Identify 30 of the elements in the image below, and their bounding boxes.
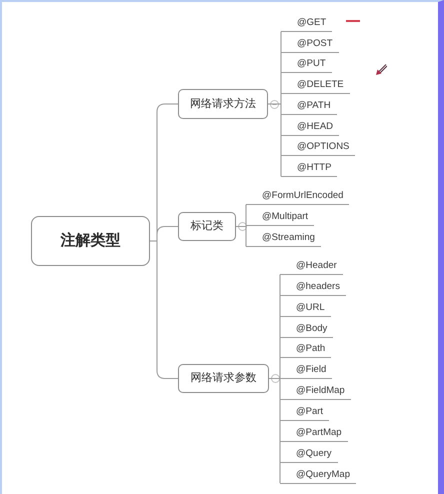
subtopic-label: @Body	[280, 320, 334, 338]
subtopic-label: @Field	[280, 361, 332, 380]
connector-line	[268, 274, 280, 484]
subtopic-label: @OPTIONS	[281, 138, 356, 156]
subtopic-label: @PATH	[281, 96, 337, 115]
subtopic-label: @DELETE	[281, 76, 350, 94]
root-topic-box: 注解类型	[31, 216, 150, 266]
subtopic-label: @Streaming	[246, 229, 321, 247]
connector-line	[150, 240, 178, 379]
subtopic-label: @PUT	[281, 55, 332, 74]
topic-box: 网络请求参数	[178, 364, 269, 393]
subtopic-label: @Path	[280, 340, 332, 358]
subtopic-label: @headers	[280, 278, 346, 296]
subtopic-label: @FormUrlEncoded	[246, 187, 350, 205]
subtopic-label: @HTTP	[281, 158, 338, 177]
subtopic-label: @GET	[281, 14, 332, 32]
subtopic-label: @PartMap	[280, 424, 348, 442]
subtopic-label: @Header	[280, 257, 343, 275]
connector-line	[268, 31, 282, 177]
connector-line	[236, 204, 246, 247]
subtopic-label: @FieldMap	[280, 382, 351, 400]
subtopic-label: @Multipart	[246, 208, 314, 226]
topic-box: 标记类	[178, 212, 236, 241]
topic-box: 网络请求方法	[178, 89, 268, 119]
subtopic-label: @QueryMap	[280, 466, 356, 484]
subtopic-label: @URL	[280, 298, 331, 317]
subtopic-label: @POST	[281, 34, 339, 53]
subtopic-label: @Part	[280, 402, 330, 421]
subtopic-label: @Query	[280, 444, 338, 463]
subtopic-label: @HEAD	[281, 118, 340, 136]
